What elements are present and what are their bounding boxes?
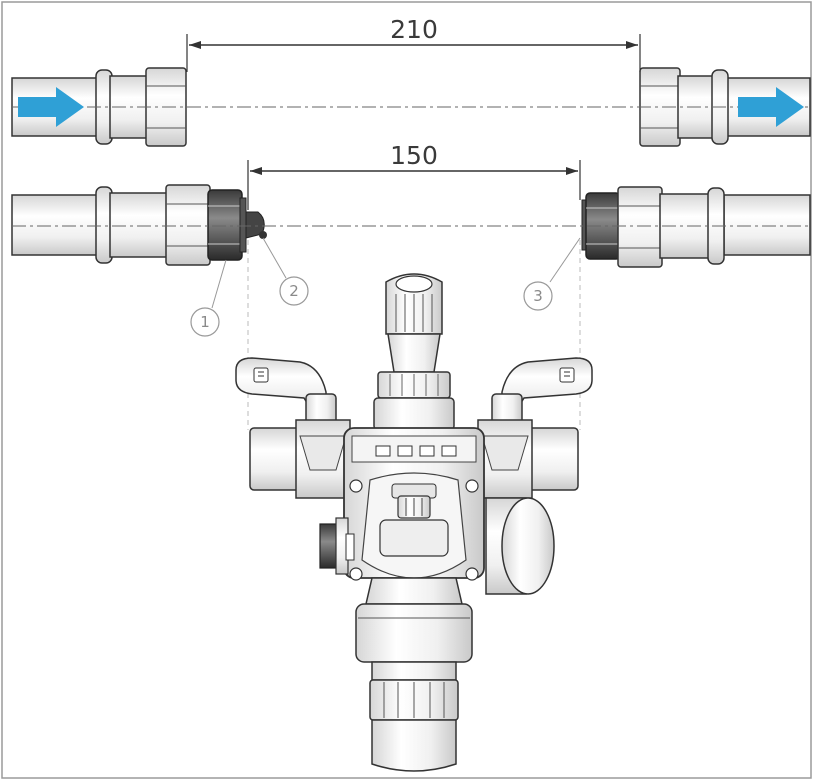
side-plug xyxy=(319,517,355,575)
left-side-port xyxy=(249,419,351,499)
central-housing xyxy=(343,427,485,581)
left-valve-lever xyxy=(235,357,337,425)
dimension-210: 210 xyxy=(186,15,641,72)
callout-1-label: 1 xyxy=(200,313,210,331)
top-cap xyxy=(373,273,455,431)
callout-2: 2 xyxy=(262,237,309,306)
middle-pipe-row xyxy=(11,184,811,268)
dimension-150: 150 xyxy=(247,141,581,210)
valve-assembly xyxy=(235,273,593,772)
middle-right-press-fitting xyxy=(617,186,725,268)
union-nut-left xyxy=(207,189,247,261)
middle-left-press-fitting xyxy=(95,184,211,266)
middle-right-pipe xyxy=(723,194,811,256)
pressure-gauge xyxy=(485,497,555,595)
dimension-150-label: 150 xyxy=(390,141,438,170)
seal-gasket xyxy=(245,211,267,239)
flow-arrow-right-icon xyxy=(18,87,84,127)
callout-2-label: 2 xyxy=(289,282,299,300)
right-valve-lever xyxy=(491,357,593,425)
right-side-port xyxy=(477,419,579,499)
top-pipe-row xyxy=(11,67,811,147)
dimension-210-label: 210 xyxy=(390,15,438,44)
callout-3-label: 3 xyxy=(533,287,543,305)
filter-bowl xyxy=(355,577,473,772)
callout-1: 1 xyxy=(190,259,227,337)
flow-arrow-right-icon xyxy=(738,87,804,127)
middle-left-pipe xyxy=(11,194,99,256)
callout-3: 3 xyxy=(523,237,581,311)
